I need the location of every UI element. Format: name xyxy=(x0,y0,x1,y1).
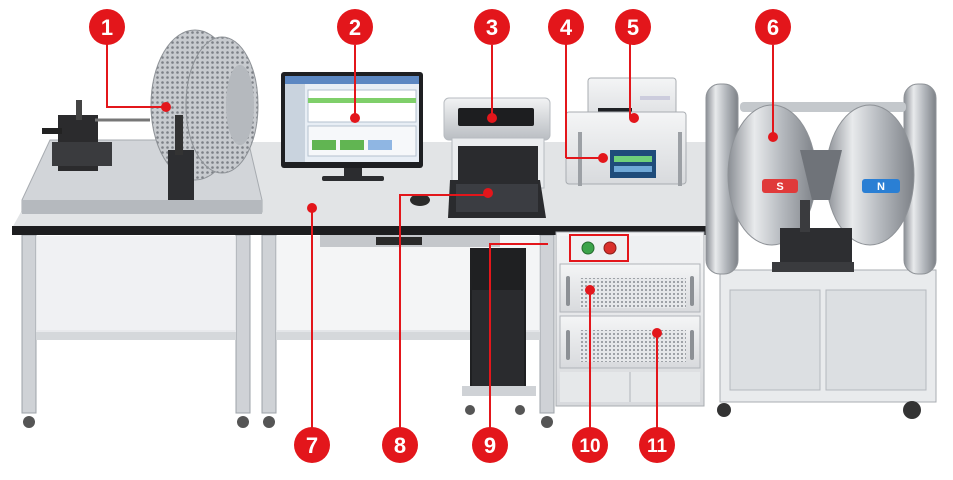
svg-text:4: 4 xyxy=(560,15,573,40)
tablet xyxy=(410,180,546,218)
svg-text:2: 2 xyxy=(349,15,361,40)
monitor xyxy=(281,72,423,181)
pc-tower xyxy=(462,248,536,415)
svg-text:10: 10 xyxy=(579,436,600,457)
callout-markers: 1 2 3 4 5 6 7 8 xyxy=(89,9,791,463)
callout-8: 8 xyxy=(382,427,418,463)
callout-10: 10 xyxy=(572,427,608,463)
callout-1: 1 xyxy=(89,9,125,45)
callout-6: 6 xyxy=(755,9,791,135)
callout-4: 4 xyxy=(548,9,584,45)
power-cabinet xyxy=(555,231,705,407)
svg-text:7: 7 xyxy=(306,433,318,458)
callout-2: 2 xyxy=(337,9,373,116)
coil-platform xyxy=(21,29,263,214)
south-pole-label: S xyxy=(776,181,783,193)
svg-text:9: 9 xyxy=(484,433,496,458)
instrument-stack xyxy=(565,77,687,186)
svg-text:1: 1 xyxy=(101,15,113,40)
svg-text:3: 3 xyxy=(486,15,498,40)
printer xyxy=(443,97,551,189)
callout-7: 7 xyxy=(294,427,330,463)
callout-3: 3 xyxy=(474,9,510,116)
callout-9: 9 xyxy=(472,427,508,463)
leader-lines xyxy=(106,42,658,432)
callout-11: 11 xyxy=(639,427,675,463)
svg-text:5: 5 xyxy=(627,15,639,40)
leader-endpoints xyxy=(161,102,778,338)
svg-text:6: 6 xyxy=(767,15,779,40)
svg-text:11: 11 xyxy=(647,436,668,457)
svg-text:8: 8 xyxy=(394,433,406,458)
electromagnet: S N xyxy=(705,83,937,419)
callout-5: 5 xyxy=(615,9,651,45)
north-pole-label: N xyxy=(877,181,885,193)
